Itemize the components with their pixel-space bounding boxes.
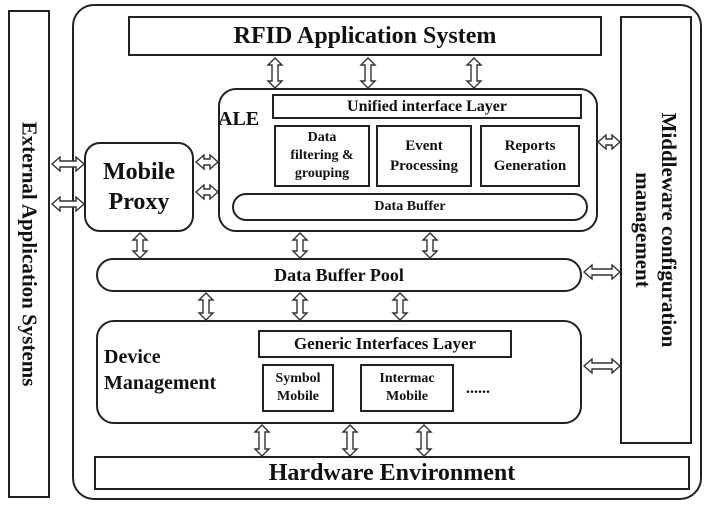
data-buffer-pool-box: Data Buffer Pool [96, 258, 582, 292]
intermac-mobile-line-1: Intermac [379, 371, 435, 386]
event-processing-line-2: Processing [389, 158, 459, 174]
device-ellipsis: ...... [466, 380, 490, 397]
external-application-systems-box: External Application Systems [8, 10, 50, 498]
event-processing-line-1: Event [405, 138, 443, 154]
middleware-configuration-box: Middleware configuration management [620, 16, 692, 444]
device-management-line-1: Device [104, 346, 161, 368]
mobile-proxy-box: Mobile Proxy [84, 142, 194, 232]
data-filtering-line-1: Data [307, 130, 337, 145]
mobile-proxy-line-2: Proxy [108, 189, 170, 215]
reports-generation-line-1: Reports [504, 138, 556, 154]
data-buffer-label: Data Buffer [374, 199, 446, 214]
symbol-mobile-box: Symbol Mobile [262, 364, 334, 412]
generic-interfaces-layer-box: Generic Interfaces Layer [258, 330, 512, 358]
middleware-configuration-line-2: management [631, 172, 655, 288]
middleware-configuration-label: Middleware configuration management [630, 113, 682, 348]
ale-label: ALE [218, 108, 260, 130]
device-management-label: Device Management [104, 344, 216, 396]
middleware-configuration-line-1: Middleware configuration [657, 112, 681, 348]
unified-interface-layer-box: Unified interface Layer [272, 94, 582, 119]
event-processing-box: Event Processing [376, 125, 472, 187]
data-buffer-box: Data Buffer [232, 193, 588, 221]
mobile-proxy-line-1: Mobile [103, 159, 175, 185]
hardware-environment-label: Hardware Environment [268, 459, 516, 486]
reports-generation-line-2: Generation [493, 158, 567, 174]
middleware-outer-container [72, 4, 702, 500]
intermac-mobile-line-2: Mobile [385, 389, 428, 404]
rfid-application-system-box: RFID Application System [128, 16, 602, 56]
intermac-mobile-box: Intermac Mobile [360, 364, 454, 412]
data-filtering-line-3: grouping [294, 166, 350, 181]
rfid-application-system-label: RFID Application System [233, 22, 497, 49]
device-management-line-2: Management [104, 372, 217, 394]
symbol-mobile-line-1: Symbol [275, 371, 321, 386]
external-application-systems-label: External Application Systems [17, 121, 42, 387]
symbol-mobile-line-2: Mobile [277, 389, 319, 404]
unified-interface-layer-label: Unified interface Layer [347, 97, 507, 115]
data-filtering-grouping-box: Data filtering & grouping [274, 125, 370, 187]
reports-generation-box: Reports Generation [480, 125, 580, 187]
data-buffer-pool-label: Data Buffer Pool [274, 264, 404, 285]
generic-interfaces-layer-label: Generic Interfaces Layer [293, 334, 477, 353]
data-filtering-line-2: filtering & [290, 148, 354, 163]
hardware-environment-box: Hardware Environment [94, 456, 690, 490]
